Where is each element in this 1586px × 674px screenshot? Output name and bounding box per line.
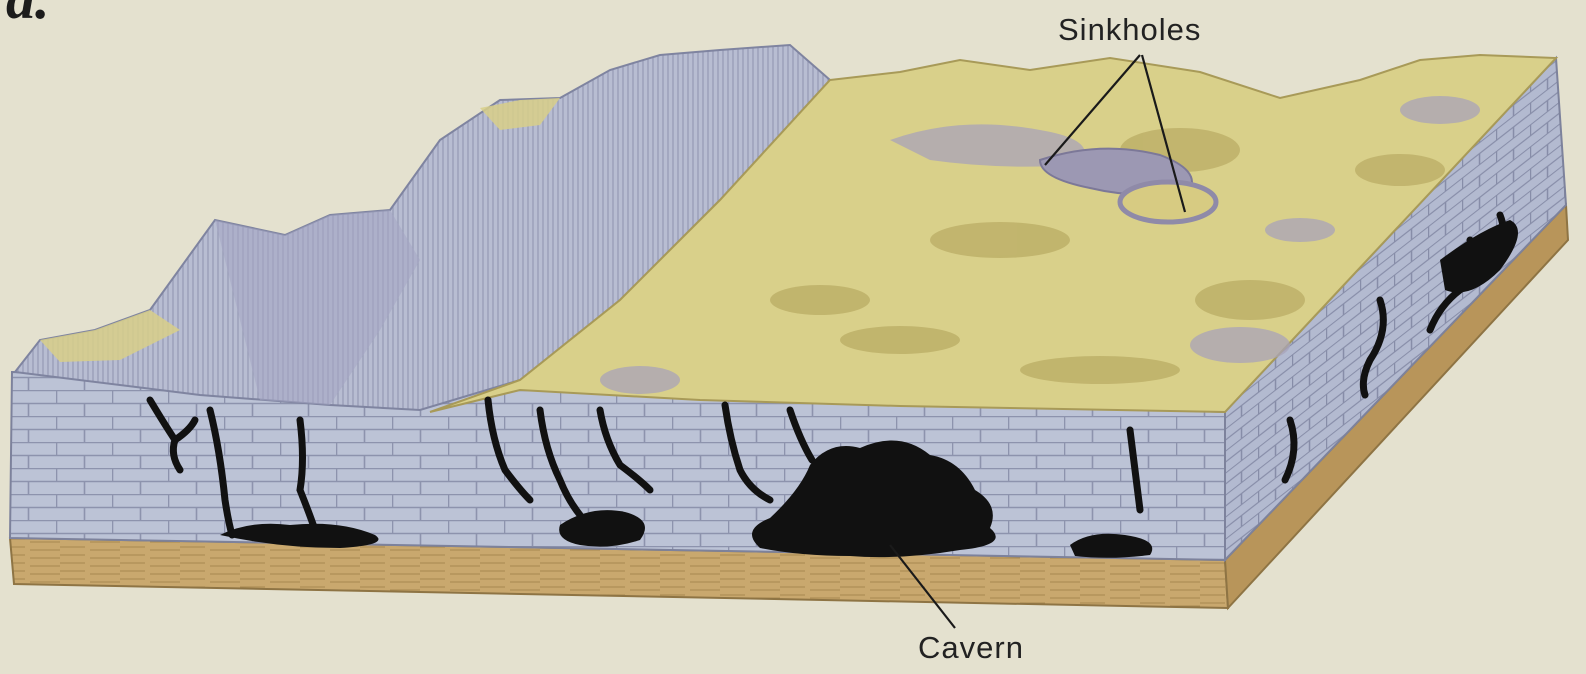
sinkhole-2 (1120, 182, 1216, 222)
panel-letter: a. (6, 0, 50, 31)
cavern-label: Cavern (918, 630, 1024, 665)
sinkholes-label: Sinkholes (1058, 12, 1201, 47)
